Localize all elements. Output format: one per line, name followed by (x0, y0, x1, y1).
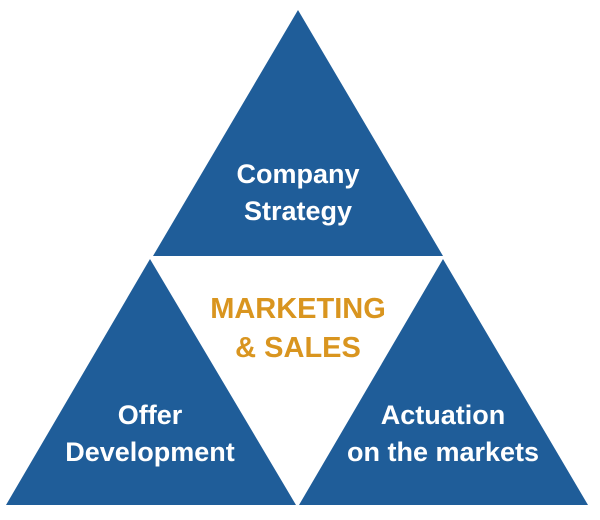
top-triangle (153, 10, 443, 256)
center-label-line2: & SALES (235, 332, 361, 364)
center-label-line1: MARKETING (210, 293, 386, 325)
bottom-left-label-line2: Development (65, 437, 235, 467)
top-label-line1: Company (236, 159, 360, 189)
bottom-right-label-line1: Actuation (380, 400, 506, 430)
bottom-right-triangle (299, 259, 588, 505)
bottom-right-label-line2: on the markets (346, 437, 540, 467)
top-triangle-label: Company Strategy (198, 156, 398, 230)
bottom-left-triangle (6, 259, 296, 505)
bottom-right-triangle-label: Actuation on the markets (323, 397, 563, 471)
center-label: MARKETING & SALES (178, 290, 418, 368)
bottom-left-label-line1: Offer (117, 400, 183, 430)
top-label-line2: Strategy (243, 196, 353, 226)
bottom-left-triangle-label: Offer Development (40, 397, 260, 471)
